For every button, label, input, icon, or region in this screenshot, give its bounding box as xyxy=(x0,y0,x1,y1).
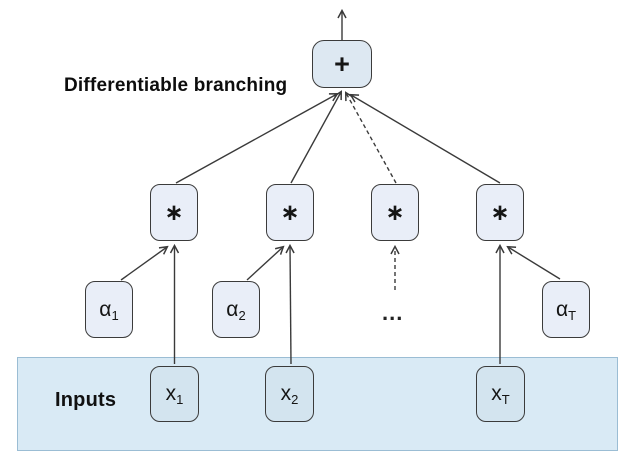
mult-node-1-label: ∗ xyxy=(164,199,184,225)
alphaT-node: αT xyxy=(542,281,590,338)
edge-mult4-to-sum xyxy=(351,95,501,184)
alpha1-node: α1 xyxy=(85,281,133,338)
edge-mult3-to-sum-dashed xyxy=(346,93,397,184)
mult-node-2: ∗ xyxy=(266,184,314,241)
edge-alphaT-to-mult4 xyxy=(508,247,561,280)
mult-node-4-label: ∗ xyxy=(490,199,510,225)
branches-ellipsis: ... xyxy=(382,300,404,325)
input-x2-label: x2 xyxy=(280,382,299,407)
edge-alpha1-to-mult1 xyxy=(120,247,167,281)
alpha2-label: α2 xyxy=(226,297,246,323)
input-xT-node: xT xyxy=(476,366,525,422)
edge-mult1-to-sum xyxy=(175,94,337,184)
edge-x2-to-mult2 xyxy=(290,246,291,365)
sum-node: + xyxy=(312,40,372,88)
edge-alpha2-to-mult2 xyxy=(246,247,283,281)
mult-node-1: ∗ xyxy=(150,184,198,241)
input-x2-node: x2 xyxy=(265,366,314,422)
mult-node-3-label: ∗ xyxy=(385,199,405,225)
mult-node-3: ∗ xyxy=(371,184,419,241)
input-x1-node: x1 xyxy=(150,366,199,422)
input-xT-label: xT xyxy=(491,382,510,407)
alpha1-label: α1 xyxy=(99,297,119,323)
mult-node-4: ∗ xyxy=(476,184,524,241)
diagram-title: Differentiable branching xyxy=(64,75,288,96)
sum-node-label: + xyxy=(334,48,350,79)
input-x1-label: x1 xyxy=(165,382,184,407)
inputs-band-label: Inputs xyxy=(55,389,117,411)
mult-node-2-label: ∗ xyxy=(280,199,300,225)
edge-mult2-to-sum xyxy=(290,92,341,184)
alpha2-node: α2 xyxy=(212,281,260,338)
alphaT-label: αT xyxy=(555,297,577,323)
